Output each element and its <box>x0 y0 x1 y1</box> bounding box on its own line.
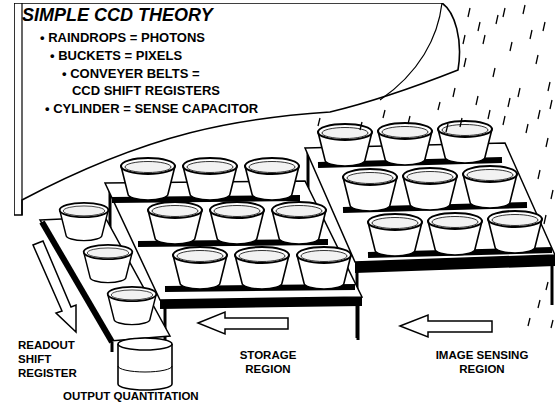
bucket <box>403 168 457 210</box>
region-label: STORAGE REGION <box>226 348 310 376</box>
table-edge <box>355 255 555 273</box>
bucket <box>318 124 372 166</box>
sense-cylinder <box>118 344 172 390</box>
region-label: READOUT SHIFT REGISTER <box>18 338 80 380</box>
output-label: OUTPUT QUANTITATION <box>63 389 283 403</box>
bucket <box>488 211 542 253</box>
bucket <box>210 202 264 244</box>
bucket <box>173 247 227 289</box>
table-leg <box>551 266 554 305</box>
bucket <box>183 158 237 200</box>
bucket <box>108 287 157 325</box>
table-edge <box>160 297 362 309</box>
flow-arrow <box>400 315 492 337</box>
bucket <box>297 247 351 289</box>
bucket <box>148 202 202 244</box>
cylinder-rim <box>118 338 172 350</box>
banner-shape <box>14 3 460 215</box>
bucket <box>438 121 492 163</box>
liquid-level <box>118 366 172 372</box>
analogy-line: • RAINDROPS = PHOTONS <box>40 29 320 46</box>
bucket <box>343 169 397 211</box>
banner-title: SIMPLE CCD THEORY <box>22 5 322 25</box>
banner-fold <box>21 3 22 215</box>
bucket <box>121 158 175 200</box>
awning-banner: SIMPLE CCD THEORY• RAINDROPS = PHOTONS• … <box>14 3 464 218</box>
bucket <box>245 158 299 200</box>
bucket <box>378 123 432 165</box>
analogy-line: • BUCKETS = PIXELS <box>50 47 330 64</box>
analogy-line: • CYLINDER = SENSE CAPACITOR <box>45 100 365 117</box>
bucket <box>428 213 482 255</box>
table-leg <box>357 305 360 340</box>
bucket <box>84 245 133 283</box>
banner-fold <box>380 3 442 100</box>
bucket <box>235 247 289 289</box>
region-label: IMAGE SENSING REGION <box>430 348 534 376</box>
analogy-line: • CONVEYER BELTS = CCD SHIFT REGISTERS <box>62 65 220 99</box>
table-leg <box>111 342 114 352</box>
bucket <box>368 214 422 256</box>
bucket <box>463 166 517 208</box>
flow-arrow <box>33 241 76 332</box>
bucket <box>60 203 109 241</box>
bucket <box>272 202 326 244</box>
flow-arrow <box>198 312 288 334</box>
